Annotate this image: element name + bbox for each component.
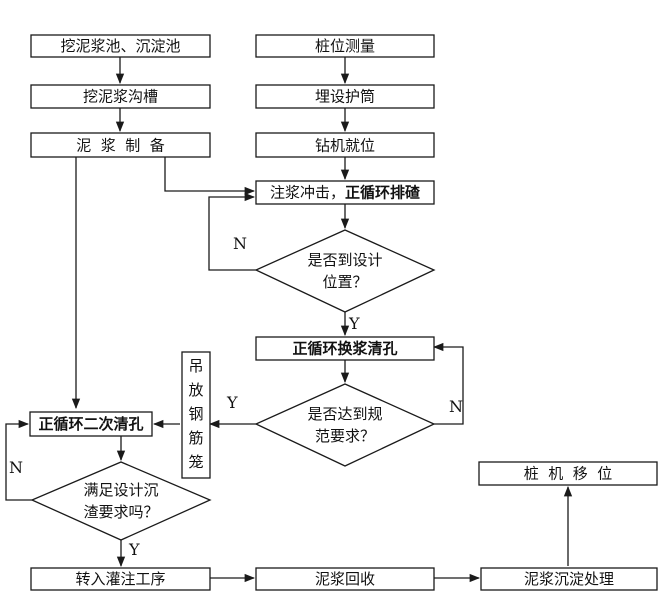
decision-spec-line2: 范要求？ [315,427,375,445]
edge-label-n-spec: N [449,397,463,416]
box-second-clean-label: 正循环二次清孔 [38,415,143,433]
decision-design-position-line2: 位置？ [322,273,367,291]
box-cage-char-5: 笼 [188,453,203,471]
box-cage-char-4: 筋 [188,429,203,447]
box-casing: 埋设护筒 [255,84,435,109]
box-exchange-clean-label: 正循环换浆清孔 [292,340,397,358]
box-cage-char-1: 吊 [188,357,203,375]
edge-label-n-sediment: N [9,458,23,477]
box-dig-pools-label: 挖泥浆池、沉淀池 [60,37,180,55]
decision-sediment-line1: 满足设计沉 [83,481,158,499]
box-settling-label: 泥浆沉淀处理 [524,570,614,588]
box-inject-slag: 注浆冲击，正循环排碴 [255,180,435,205]
box-inject-slag-label: 注浆冲击，正循环排碴 [270,184,421,202]
decision-design-position: 是否到设计 位置？ [254,229,436,313]
box-rig-position: 钻机就位 [255,132,435,158]
box-second-clean: 正循环二次清孔 [29,411,153,437]
edge-label-y-design-position: Y [348,314,360,333]
decision-sediment-line2: 渣要求吗？ [83,503,158,521]
box-to-pouring-label: 转入灌注工序 [75,570,165,588]
box-dig-trench: 挖泥浆沟槽 [30,84,211,109]
box-rig-move-label: 桩 机 移 位 [524,465,613,483]
edge-mud-prep-to-inject [164,157,256,196]
box-settling: 泥浆沉淀处理 [480,567,658,591]
box-dig-trench-label: 挖泥浆沟槽 [83,88,158,106]
box-recovery-label: 泥浆回收 [315,570,375,588]
box-inject-slag-label-part1: 注浆冲击， [270,184,345,202]
box-survey: 桩位测量 [255,34,435,58]
edge-decision1-no-loop [208,192,256,271]
decision-design-position-line1: 是否到设计 [307,251,382,269]
box-survey-label: 桩位测量 [315,37,375,55]
box-cage-char-2: 放 [188,381,203,399]
box-recovery: 泥浆回收 [255,567,435,591]
edge-label-y-sediment: Y [128,540,140,559]
box-rig-position-label: 钻机就位 [315,137,375,155]
box-cage: 吊 放 钢 筋 笼 [181,351,211,479]
box-mud-prep-label: 泥 浆 制 备 [76,137,165,155]
edge-decision3-no-loop [5,419,32,501]
box-rig-move: 桩 机 移 位 [478,461,658,486]
box-cage-char-3: 钢 [188,405,203,423]
decision-sediment: 满足设计沉 渣要求吗？ [30,461,212,541]
decision-spec-line1: 是否达到规 [307,405,382,423]
box-inject-slag-label-part2: 正循环排碴 [345,184,421,202]
connectors [5,57,573,583]
box-casing-label: 埋设护筒 [315,88,375,106]
box-dig-pools: 挖泥浆池、沉淀池 [30,34,211,58]
edge-label-n-design-position: N [233,234,247,253]
box-to-pouring: 转入灌注工序 [30,567,211,591]
box-exchange-clean: 正循环换浆清孔 [255,336,435,361]
box-mud-prep: 泥 浆 制 备 [30,132,211,158]
decision-spec: 是否达到规 范要求？ [254,383,436,467]
edge-decision2-no-loop [432,342,464,425]
edge-label-y-spec: Y [226,393,238,412]
